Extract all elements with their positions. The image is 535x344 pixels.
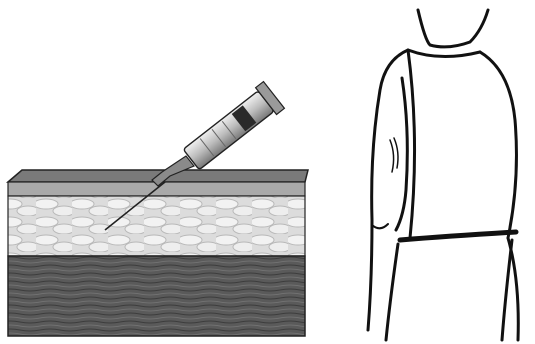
arm-shading xyxy=(390,138,398,172)
elbow-fold xyxy=(372,224,388,228)
injection-diagram-svg xyxy=(0,0,320,344)
person-back-view xyxy=(330,0,535,344)
muscle-layer xyxy=(8,256,305,336)
neck xyxy=(418,10,488,47)
lower-body xyxy=(386,240,512,340)
collar xyxy=(408,50,480,57)
fat-layer xyxy=(8,196,305,256)
syringe-barrel xyxy=(181,82,285,173)
waistband xyxy=(400,232,516,240)
left-arm xyxy=(368,50,408,330)
injection-diagram xyxy=(0,0,320,344)
shirt-back xyxy=(408,50,516,238)
person-back-view-svg xyxy=(330,0,535,344)
